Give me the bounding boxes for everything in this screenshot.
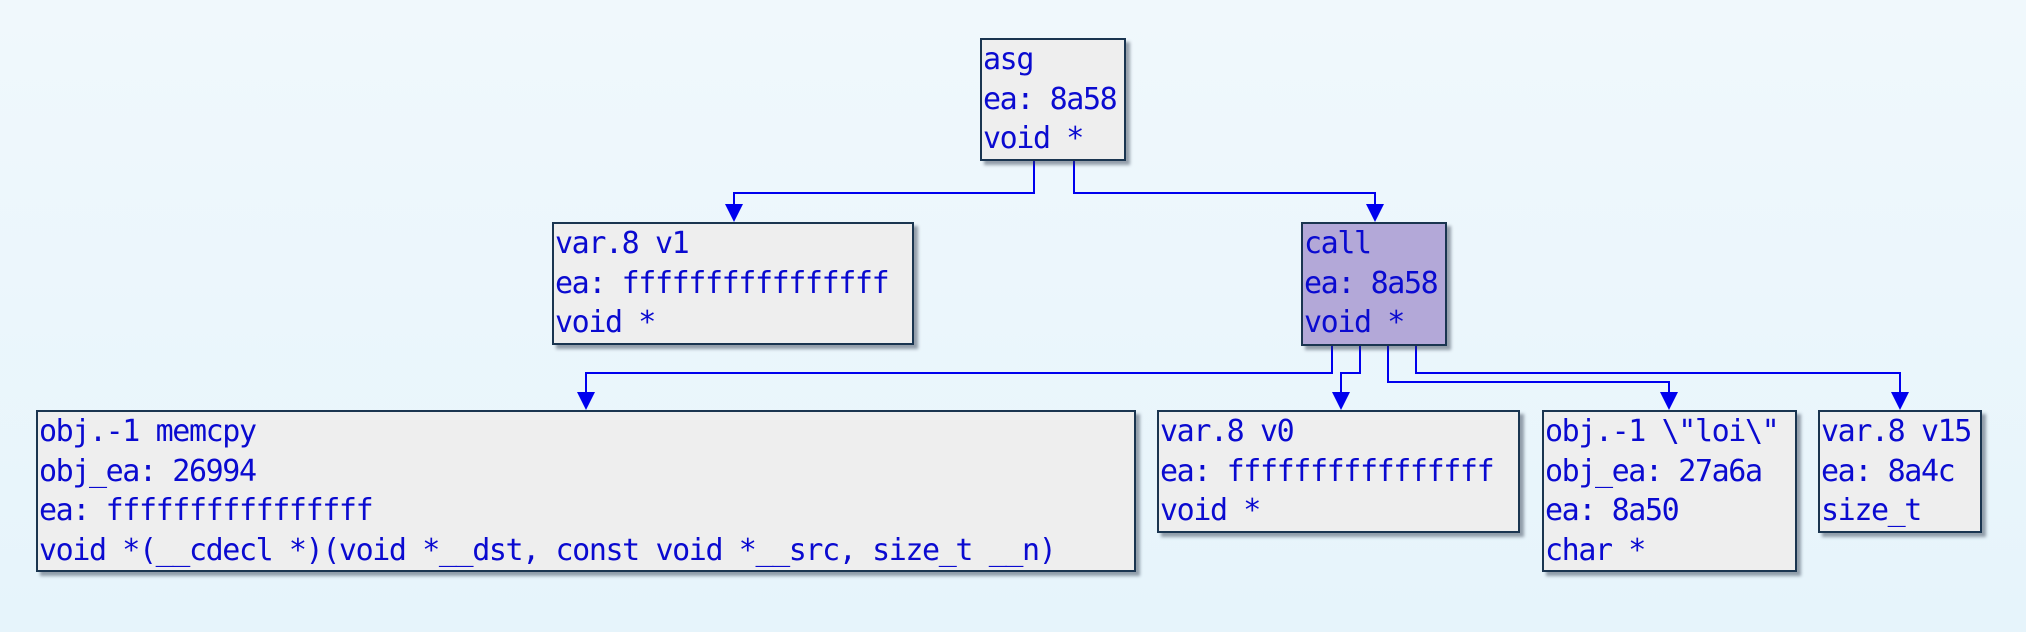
node-asg[interactable]: asg ea: 8a58 void *: [980, 38, 1126, 161]
node-memcpy-line-1: obj.-1 memcpy: [39, 414, 257, 449]
node-memcpy-line-4: void *(__cdecl *)(void *__dst, const voi…: [39, 532, 1057, 568]
node-memcpy-line-2: obj_ea: 26994: [39, 453, 257, 489]
node-loi-line-2: obj_ea: 27a6a: [1545, 453, 1763, 489]
node-var-v1-line-3: void *: [555, 305, 656, 340]
node-call-line-2: ea: 8a58: [1304, 265, 1439, 301]
edge-call-to-loi: [1387, 346, 1670, 400]
arrowhead: [1891, 392, 1909, 410]
node-loi-line-1: obj.-1 \"loi\": [1545, 414, 1780, 449]
node-var-v15[interactable]: var.8 v15 ea: 8a4c size_t: [1818, 410, 1982, 533]
edge-asg-to-var-v1: [733, 161, 1035, 212]
arrowhead: [1660, 392, 1678, 410]
node-var-v15-line-2: ea: 8a4c: [1821, 453, 1956, 489]
node-asg-line-2: ea: 8a58: [983, 81, 1118, 117]
arrowhead: [1332, 392, 1350, 410]
arrowhead: [577, 392, 595, 410]
arrowhead: [725, 204, 743, 222]
node-asg-line-1: asg: [983, 42, 1034, 77]
node-call-line-1: call: [1304, 226, 1372, 261]
node-call-line-3: void *: [1304, 305, 1405, 340]
node-var-v0-line-3: void *: [1160, 493, 1261, 528]
node-asg-line-3: void *: [983, 121, 1084, 156]
node-loi-line-4: char *: [1545, 532, 1646, 568]
node-var-v1-line-1: var.8 v1: [555, 226, 690, 261]
node-var-v0-line-1: var.8 v0: [1160, 414, 1295, 449]
arrowhead: [1366, 204, 1384, 222]
node-var-v0-line-2: ea: ffffffffffffffff: [1160, 453, 1495, 489]
node-var-v1-line-2: ea: ffffffffffffffff: [555, 265, 890, 301]
node-var-v15-line-3: size_t: [1821, 493, 1922, 528]
node-var-v1[interactable]: var.8 v1 ea: ffffffffffffffff void *: [552, 222, 914, 345]
node-loi-line-3: ea: 8a50: [1545, 493, 1680, 528]
edge-asg-to-call: [1073, 161, 1376, 212]
edge-call-to-var-v0: [1340, 346, 1361, 400]
edge-call-to-memcpy: [585, 346, 1333, 400]
edge-call-to-var-v15: [1415, 346, 1901, 400]
node-memcpy[interactable]: obj.-1 memcpy obj_ea: 26994 ea: ffffffff…: [36, 410, 1136, 572]
node-call[interactable]: call ea: 8a58 void *: [1301, 222, 1447, 346]
node-loi[interactable]: obj.-1 \"loi\" obj_ea: 27a6a ea: 8a50 ch…: [1542, 410, 1797, 572]
node-var-v0[interactable]: var.8 v0 ea: ffffffffffffffff void *: [1157, 410, 1520, 533]
node-memcpy-line-3: ea: ffffffffffffffff: [39, 493, 374, 528]
node-var-v15-line-1: var.8 v15: [1821, 414, 1972, 449]
